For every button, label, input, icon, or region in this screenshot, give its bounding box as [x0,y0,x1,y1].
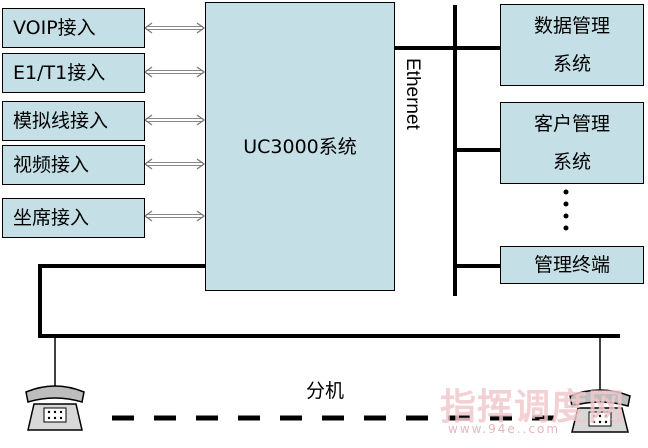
customer-management-box: 客户管理 系统 [500,102,644,184]
double-arrow-voip [143,22,206,34]
double-arrow-e1t1 [143,66,206,78]
double-arrow-video [143,158,206,170]
customer-management-line1: 客户管理 [533,113,610,135]
input-box-analog: 模拟线接入 [2,101,145,141]
management-terminal-box: 管理终端 [500,246,644,284]
input-box-seat: 坐席接入 [2,198,145,238]
watermark-logo: 指挥调度网 [440,387,626,428]
data-management-line1: 数据管理 [533,15,610,37]
ethernet-label: Ethernet [402,58,423,130]
watermark-url: www.94e..com [448,422,561,436]
double-arrow-analog [143,114,206,126]
data-management-line2: 系统 [552,53,591,75]
core-system-box: UC3000系统 [205,2,395,291]
double-arrow-seat [143,210,206,222]
telephone-icon [25,385,85,431]
input-box-video: 视频接入 [2,145,145,185]
input-box-e1t1: E1/T1接入 [2,53,145,93]
extension-label: 分机 [306,380,345,402]
telephone-icon [569,389,631,433]
core-system-label: UC3000系统 [243,135,357,158]
extension-line [38,264,620,338]
customer-management-line2: 系统 [552,151,591,173]
input-box-voip: VOIP接入 [2,8,145,48]
ellipsis-dots [563,189,569,231]
data-management-box: 数据管理 系统 [500,4,644,86]
